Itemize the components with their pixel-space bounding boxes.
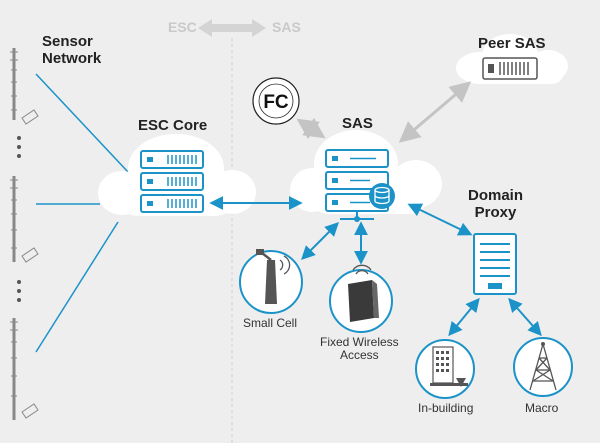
fcc-seal-text: FC — [263, 92, 289, 113]
domain-proxy-label: Domain Proxy — [468, 187, 524, 221]
small-cell-icon — [239, 249, 303, 314]
sas-peer-arrow — [398, 81, 472, 143]
domain-proxy-server-icon — [473, 233, 517, 295]
fixed-wireless-label-line1: Fixed Wireless — [320, 335, 399, 349]
fixed-wireless-label: Fixed Wireless Access — [320, 335, 399, 363]
domain-proxy-label-line2: Proxy — [474, 203, 517, 221]
fixed-wireless-label-line2: Access — [340, 348, 379, 363]
in-building-label: In-building — [418, 401, 474, 415]
proxy-macro-arrow — [508, 297, 542, 337]
esc-core-label: ESC Core — [138, 117, 208, 134]
sensor-tower-icon — [10, 318, 39, 420]
proxy-inbuilding-arrow — [448, 297, 480, 337]
sensor-network-label-line1: Sensor — [42, 33, 93, 50]
in-building-icon — [415, 339, 475, 399]
fixed-wireless-icon — [329, 264, 393, 333]
esc-side-label: ESC — [168, 19, 197, 35]
sensor-links — [35, 73, 129, 353]
sas-side-label: SAS — [272, 19, 301, 35]
esc-core-server-icon — [140, 150, 204, 213]
sensor-towers — [10, 48, 39, 420]
ellipsis-dots-icon — [17, 136, 21, 302]
sensor-network-label: Sensor Network — [42, 33, 102, 67]
sas-label: SAS — [342, 115, 373, 132]
macro-label: Macro — [525, 401, 559, 415]
fcc-seal-icon: FC — [252, 77, 300, 125]
domain-proxy-label-line1: Domain — [468, 187, 524, 204]
sas-smallcell-arrow — [301, 222, 339, 260]
peer-sas-server-icon — [482, 57, 538, 80]
esc-sas-double-arrow-icon — [198, 19, 266, 37]
sensor-tower-icon — [10, 48, 39, 125]
peer-sas-label: Peer SAS — [478, 35, 546, 52]
sas-server-icon — [325, 149, 389, 212]
sas-proxy-arrow — [407, 203, 473, 236]
sensor-network-label-line2: Network — [42, 49, 102, 67]
small-cell-label: Small Cell — [243, 316, 298, 330]
sensor-tower-icon — [10, 176, 39, 263]
fcc-sas-arrow — [296, 117, 326, 140]
database-icon — [369, 183, 395, 209]
macro-tower-icon — [513, 337, 573, 397]
